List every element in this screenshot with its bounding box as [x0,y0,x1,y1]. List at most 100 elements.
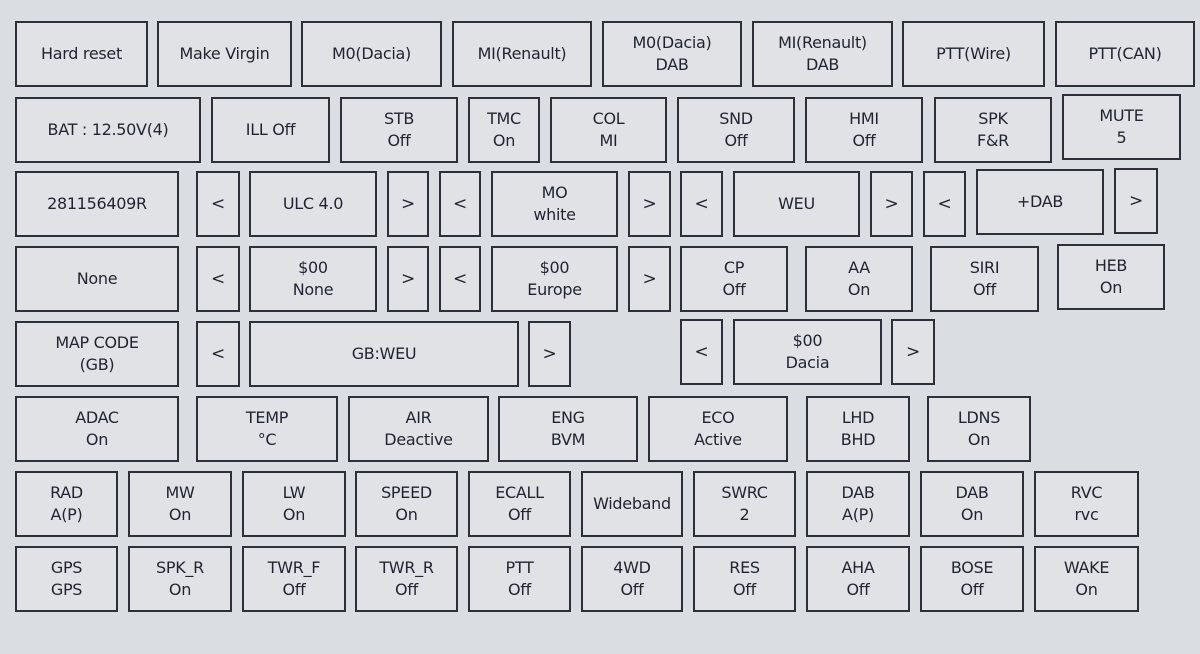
part-number-button[interactable]: 281156409R [15,171,179,237]
ptt-wire-button[interactable]: PTT(Wire) [902,21,1045,87]
button-value: On [967,430,991,449]
option1-prev-button[interactable]: < [196,246,240,312]
wideband-button[interactable]: Wideband [581,471,683,537]
button-value: Off [387,131,411,150]
button-value: Off [620,580,644,599]
option1-next-button[interactable]: > [387,246,429,312]
button-label: M0(Dacia) [332,44,411,63]
ulc-button[interactable]: ULC 4.0 [249,171,377,237]
m0-dacia-dab-button[interactable]: M0(Dacia)DAB [602,21,742,87]
button-label: SPK [978,109,1008,128]
map-prev-button[interactable]: < [196,321,240,387]
map-next-button[interactable]: > [528,321,571,387]
color-next-button[interactable]: > [628,171,671,237]
mi-renault-button[interactable]: MI(Renault) [452,21,592,87]
ptt-can-button[interactable]: PTT(CAN) [1055,21,1195,87]
ulc-next-button[interactable]: > [387,171,429,237]
color-prev-button[interactable]: < [439,171,481,237]
mi-renault-dab-button[interactable]: MI(Renault)DAB [752,21,893,87]
region-prev-button[interactable]: < [680,171,723,237]
button-value: On [847,280,871,299]
dab-option-button[interactable]: +DAB [976,169,1104,235]
button-value: Off [852,131,876,150]
button-label: CP [723,258,745,277]
option2-next-button[interactable]: > [628,246,671,312]
button-label: MUTE [1099,106,1144,125]
button-value: A(P) [50,505,83,524]
ill-toggle-button[interactable]: ILL Off [211,97,330,163]
make-virgin-button[interactable]: Make Virgin [157,21,292,87]
map-code-button[interactable]: MAP CODE(GB) [15,321,179,387]
button-value: Off [846,580,870,599]
dab-prev-button[interactable]: < [923,171,966,237]
option2-prev-button[interactable]: < [439,246,481,312]
chevron-right-icon: > [906,342,920,362]
button-label: ENG [551,408,585,427]
button-label: Make Virgin [179,44,270,63]
hard-reset-button[interactable]: Hard reset [15,21,148,87]
region-button[interactable]: WEU [733,171,860,237]
brand-prev-button[interactable]: < [680,319,723,385]
brand-next-button[interactable]: > [891,319,935,385]
map-region-button[interactable]: GB:WEU [249,321,519,387]
temp-unit-button[interactable]: TEMP°C [196,396,338,462]
button-label: ULC 4.0 [282,194,344,213]
battery-status-button[interactable]: BAT : 12.50V(4) [15,97,201,163]
region-next-button[interactable]: > [870,171,913,237]
button-label: WEU [778,194,815,213]
dab-next-button[interactable]: > [1114,168,1158,234]
button-value: Off [724,131,748,150]
none-button[interactable]: None [15,246,179,312]
button-value: Off [733,580,756,599]
button-value: Europe [527,280,582,299]
button-label: ECO [701,408,735,427]
button-label: PTT [505,558,534,577]
chevron-left-icon: < [211,344,225,364]
button-value: On [395,505,418,524]
button-value: MI [599,131,618,150]
ulc-prev-button[interactable]: < [196,171,240,237]
m0-dacia-button[interactable]: M0(Dacia) [301,21,442,87]
button-value: On [1075,580,1098,599]
